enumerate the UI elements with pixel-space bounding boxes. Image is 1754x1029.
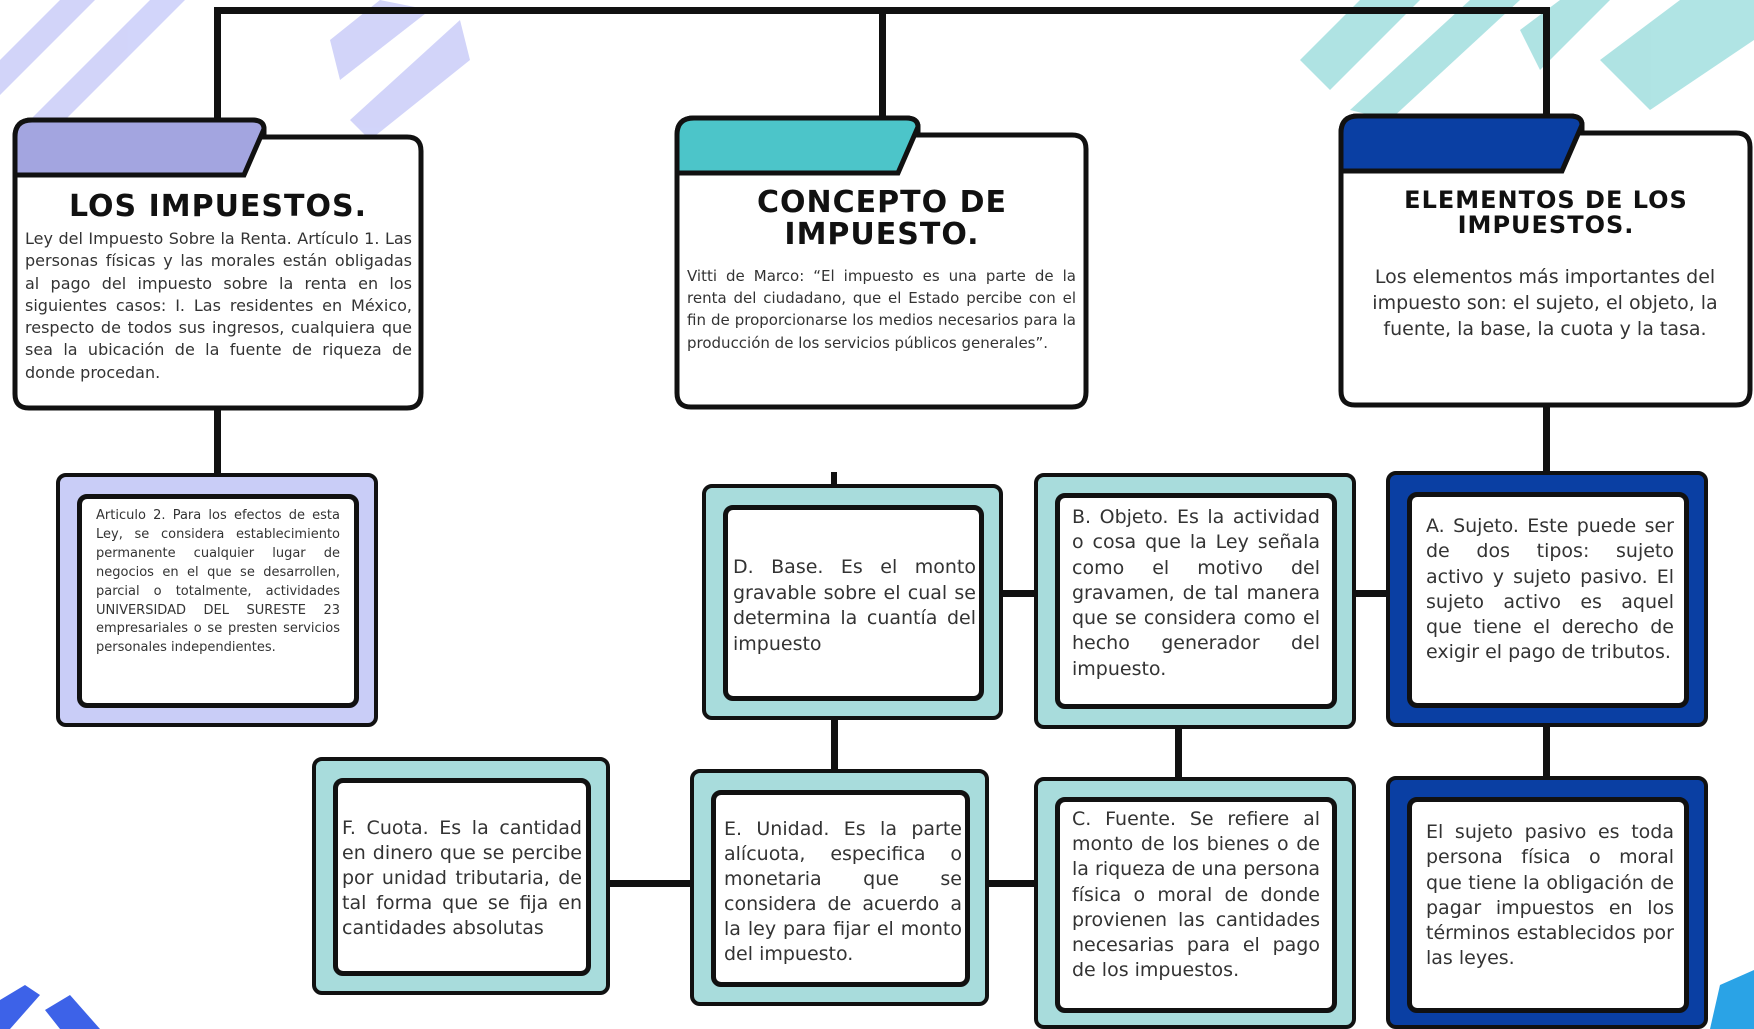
folder-elementos-de-los-impuestos: ELEMENTOS DE LOS IMPUESTOS. Los elemento… xyxy=(1338,113,1754,409)
folder-text: Vitti de Marco: “El impuesto es una part… xyxy=(687,267,1076,352)
card-body: F. Cuota. Es la cantidad en dinero que s… xyxy=(333,778,591,976)
folder-text: Los elementos más importantes del impues… xyxy=(1372,266,1718,340)
connector-base-objeto xyxy=(1000,590,1036,597)
card-unidad: E. Unidad. Es la parte alícuota, especif… xyxy=(690,769,989,1006)
card-fuente: C. Fuente. Se refiere al monto de los bi… xyxy=(1034,777,1356,1029)
card-body: D. Base. Es el monto gravable sobre el c… xyxy=(723,505,984,701)
teal-brush-strokes xyxy=(1300,0,1754,120)
card-text: El sujeto pasivo es toda persona física … xyxy=(1426,821,1674,970)
card-body: A. Sujeto. Este puede ser de dos tipos: … xyxy=(1407,492,1689,708)
connector-objeto-fuente xyxy=(1175,726,1182,779)
card-text: Articulo 2. Para los efectos de esta Ley… xyxy=(96,508,340,656)
connector-base-stub xyxy=(831,472,837,488)
card-body: C. Fuente. Se refiere al monto de los bi… xyxy=(1055,797,1337,1013)
card-text: D. Base. Es el monto gravable sobre el c… xyxy=(733,556,976,655)
blue-brush-strokes xyxy=(0,985,100,1029)
card-body: B. Objeto. Es la actividad o cosa que la… xyxy=(1055,493,1337,709)
card-sujeto-pasivo: El sujeto pasivo es toda persona física … xyxy=(1386,776,1708,1029)
folder-los-impuestos: LOS IMPUESTOS. Ley del Impuesto Sobre la… xyxy=(12,117,424,411)
card-articulo-2: Articulo 2. Para los efectos de esta Ley… xyxy=(56,473,378,727)
connector-center-drop xyxy=(879,7,886,122)
folder-shape xyxy=(1338,113,1753,408)
folder-title: ELEMENTOS DE LOS IMPUESTOS. xyxy=(1404,186,1688,239)
folder-title: CONCEPTO DE IMPUESTO. xyxy=(757,185,1007,252)
card-body: E. Unidad. Es la parte alícuota, especif… xyxy=(711,790,970,987)
connector-sujeto-pasivo xyxy=(1543,725,1550,778)
folder-concepto-de-impuesto: CONCEPTO DE IMPUESTO. Vitti de Marco: “E… xyxy=(674,115,1090,411)
card-text: F. Cuota. Es la cantidad en dinero que s… xyxy=(342,817,582,939)
card-sujeto: A. Sujeto. Este puede ser de dos tipos: … xyxy=(1386,471,1708,727)
card-objeto: B. Objeto. Es la actividad o cosa que la… xyxy=(1034,473,1356,729)
connector-impuestos-to-articulo xyxy=(214,405,221,475)
card-text: A. Sujeto. Este puede ser de dos tipos: … xyxy=(1426,515,1674,664)
folder-title: LOS IMPUESTOS. xyxy=(68,189,368,224)
connector-cuota-unidad xyxy=(607,880,692,887)
cyan-brush-stroke xyxy=(1710,970,1754,1029)
lavender-brush-strokes xyxy=(0,0,470,140)
connector-base-unidad xyxy=(831,718,838,773)
card-base: D. Base. Es el monto gravable sobre el c… xyxy=(702,484,1003,720)
connector-right-drop xyxy=(1543,7,1550,119)
card-text: E. Unidad. Es la parte alícuota, especif… xyxy=(724,818,962,965)
card-body: Articulo 2. Para los efectos de esta Ley… xyxy=(77,494,359,708)
folder-shape xyxy=(12,117,424,411)
connector-elementos-to-sujeto xyxy=(1543,405,1550,475)
connector-objeto-sujeto xyxy=(1352,590,1390,597)
connector-left-drop xyxy=(214,7,221,122)
folder-shape xyxy=(674,115,1089,410)
card-body: El sujeto pasivo es toda persona física … xyxy=(1407,797,1689,1013)
connector-unidad-fuente xyxy=(986,880,1036,887)
folder-text: Ley del Impuesto Sobre la Renta. Artícul… xyxy=(25,229,412,382)
card-text: B. Objeto. Es la actividad o cosa que la… xyxy=(1072,506,1320,680)
card-cuota: F. Cuota. Es la cantidad en dinero que s… xyxy=(312,757,610,995)
card-text: C. Fuente. Se refiere al monto de los bi… xyxy=(1072,808,1320,982)
